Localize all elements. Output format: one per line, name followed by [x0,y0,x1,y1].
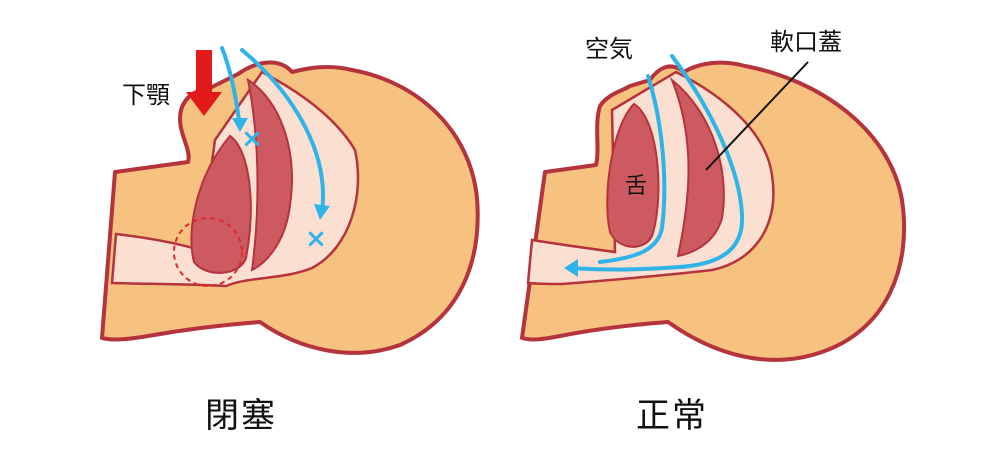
normal-airflow-2 [568,54,745,272]
obstructed-panel: × × 下顎 [100,46,480,355]
obstructed-airflow-1-arrowhead [232,118,248,132]
normal-panel: 舌 空気 軟口蓋 [520,28,907,362]
normal-soft-palate [669,76,725,258]
tongue-label: 舌 [625,174,647,199]
normal-airflow-1 [598,74,667,264]
normal-caption: 正常 [636,396,708,436]
air-label: 空気 [585,35,633,63]
obstructed-airflow-2 [240,48,325,214]
normal-tongue [606,102,660,248]
obstructed-tongue [190,134,252,274]
obstruction-circle [173,217,243,287]
soft-palate-label: 軟口蓋 [770,28,842,56]
obstructed-soft-palate [246,77,293,272]
obstructed-block-mark-upper: × [241,124,263,154]
soft-palate-leader-line [705,61,809,171]
obstructed-airflow-2-arrowhead [314,204,330,220]
jaw-down-arrow [186,50,222,116]
normal-airflow-arrowhead [564,259,578,277]
obstructed-block-mark-lower: × [305,224,327,254]
obstructed-caption: 閉塞 [205,396,277,436]
jaw-label: 下顎 [122,81,170,109]
